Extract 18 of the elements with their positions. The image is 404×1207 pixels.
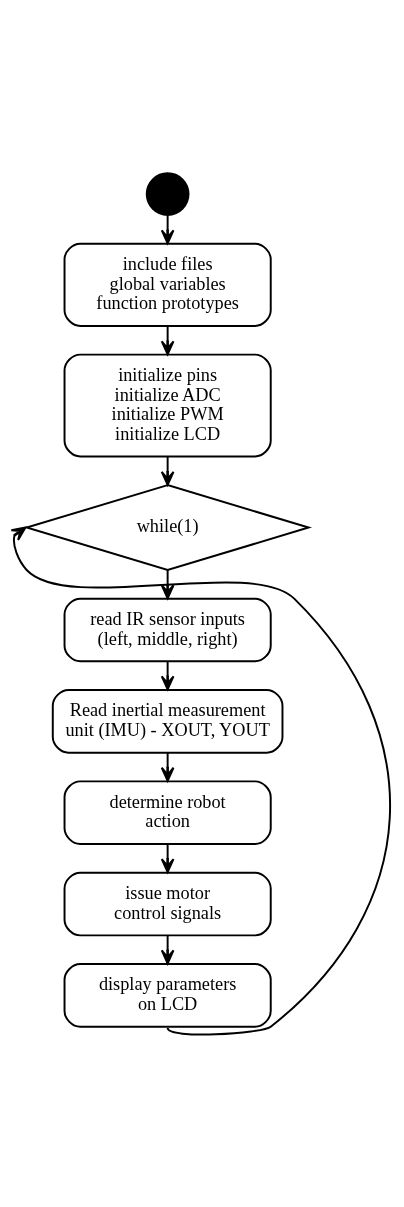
node-box: initialize pins initialize ADC initialize PWM initialize LCD	[63, 353, 272, 457]
arrow	[160, 568, 175, 599]
node-box: Read inertial measurement unit (IMU) - XOUT, YOUT	[51, 688, 284, 754]
node-box: display parameters on LCD	[63, 962, 272, 1028]
node-box: issue motor control signals	[63, 871, 272, 936]
arrow	[10, 526, 391, 1036]
arrow	[160, 842, 175, 873]
node-box: include files global variables function prototypes	[63, 242, 272, 327]
arrow	[160, 933, 175, 964]
arrow	[160, 454, 175, 486]
node-circle	[145, 171, 190, 216]
arrow	[160, 324, 175, 355]
node-box: determine robot action	[63, 779, 272, 845]
arrow	[160, 751, 175, 782]
arrow	[160, 213, 175, 244]
arrow	[160, 659, 175, 690]
node-box: read IR sensor inputs (left, middle, right)	[63, 597, 272, 662]
node-diamond: while(1)	[23, 483, 312, 571]
